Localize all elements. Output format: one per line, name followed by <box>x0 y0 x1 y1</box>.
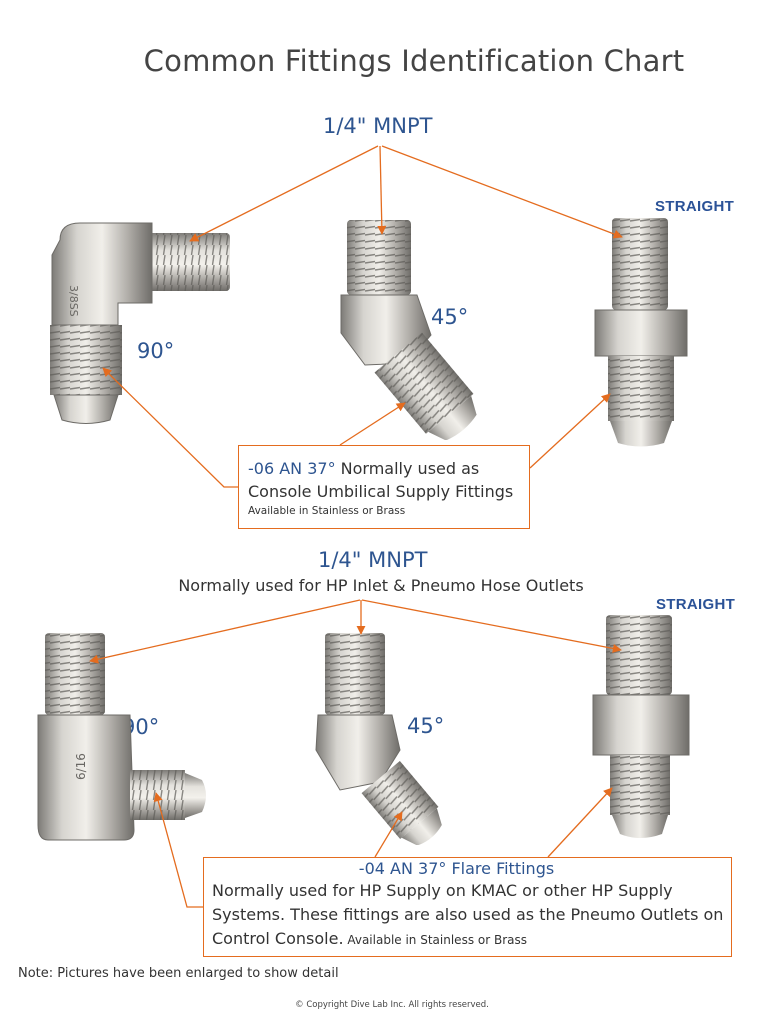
section2-box-title: -04 AN 37° Flare Fittings <box>358 859 555 878</box>
section2-box-line3: Control Console. <box>212 929 344 948</box>
footnote: Note: Pictures have been enlarged to sho… <box>18 966 339 981</box>
section2-heading: 1/4" MNPT <box>318 548 428 572</box>
section1-callout-box: -06 AN 37° Normally used as Console Umbi… <box>238 445 530 529</box>
section2-callout-box: -04 AN 37° Flare Fittings Normally used … <box>203 857 732 957</box>
fitting-45-image-2 <box>315 633 442 845</box>
section1-an-size: -06 AN 37° <box>248 459 336 478</box>
fitting-90-stamp: 3/8SS <box>67 285 80 317</box>
section1-availability: Available in Stainless or Brass <box>248 505 406 517</box>
section2-straight-label: STRAIGHT <box>656 596 736 613</box>
fitting-straight-image-2 <box>592 615 690 838</box>
page-title: Common Fittings Identification Chart <box>143 44 685 78</box>
copyright: © Copyright Dive Lab Inc. All rights res… <box>295 1000 489 1010</box>
section1-heading: 1/4" MNPT <box>323 114 433 138</box>
section2-availability: Available in Stainless or Brass <box>343 933 527 947</box>
section1-45-label: 45° <box>431 305 469 329</box>
section1-straight-label: STRAIGHT <box>655 198 735 215</box>
section1-box-line1: Normally used as <box>335 459 480 478</box>
fitting-straight-image <box>594 218 688 447</box>
section2-45-label: 45° <box>407 714 445 738</box>
section1-box-line2: Console Umbilical Supply Fittings <box>248 482 514 501</box>
fitting-90-elbow-image-2: 6/16 <box>37 633 206 841</box>
fitting-90-elbow-image: 3/8SS <box>50 222 230 424</box>
section2-box-line2: Systems. These fittings are also used as… <box>212 905 724 924</box>
fitting-45-image <box>340 220 477 440</box>
section1-90-label: 90° <box>137 339 175 363</box>
fitting-90-stamp-2: 6/16 <box>74 753 88 780</box>
section2-box-line1: Normally used for HP Supply on KMAC or o… <box>212 881 673 900</box>
section2-subheading: Normally used for HP Inlet & Pneumo Hose… <box>178 576 584 595</box>
